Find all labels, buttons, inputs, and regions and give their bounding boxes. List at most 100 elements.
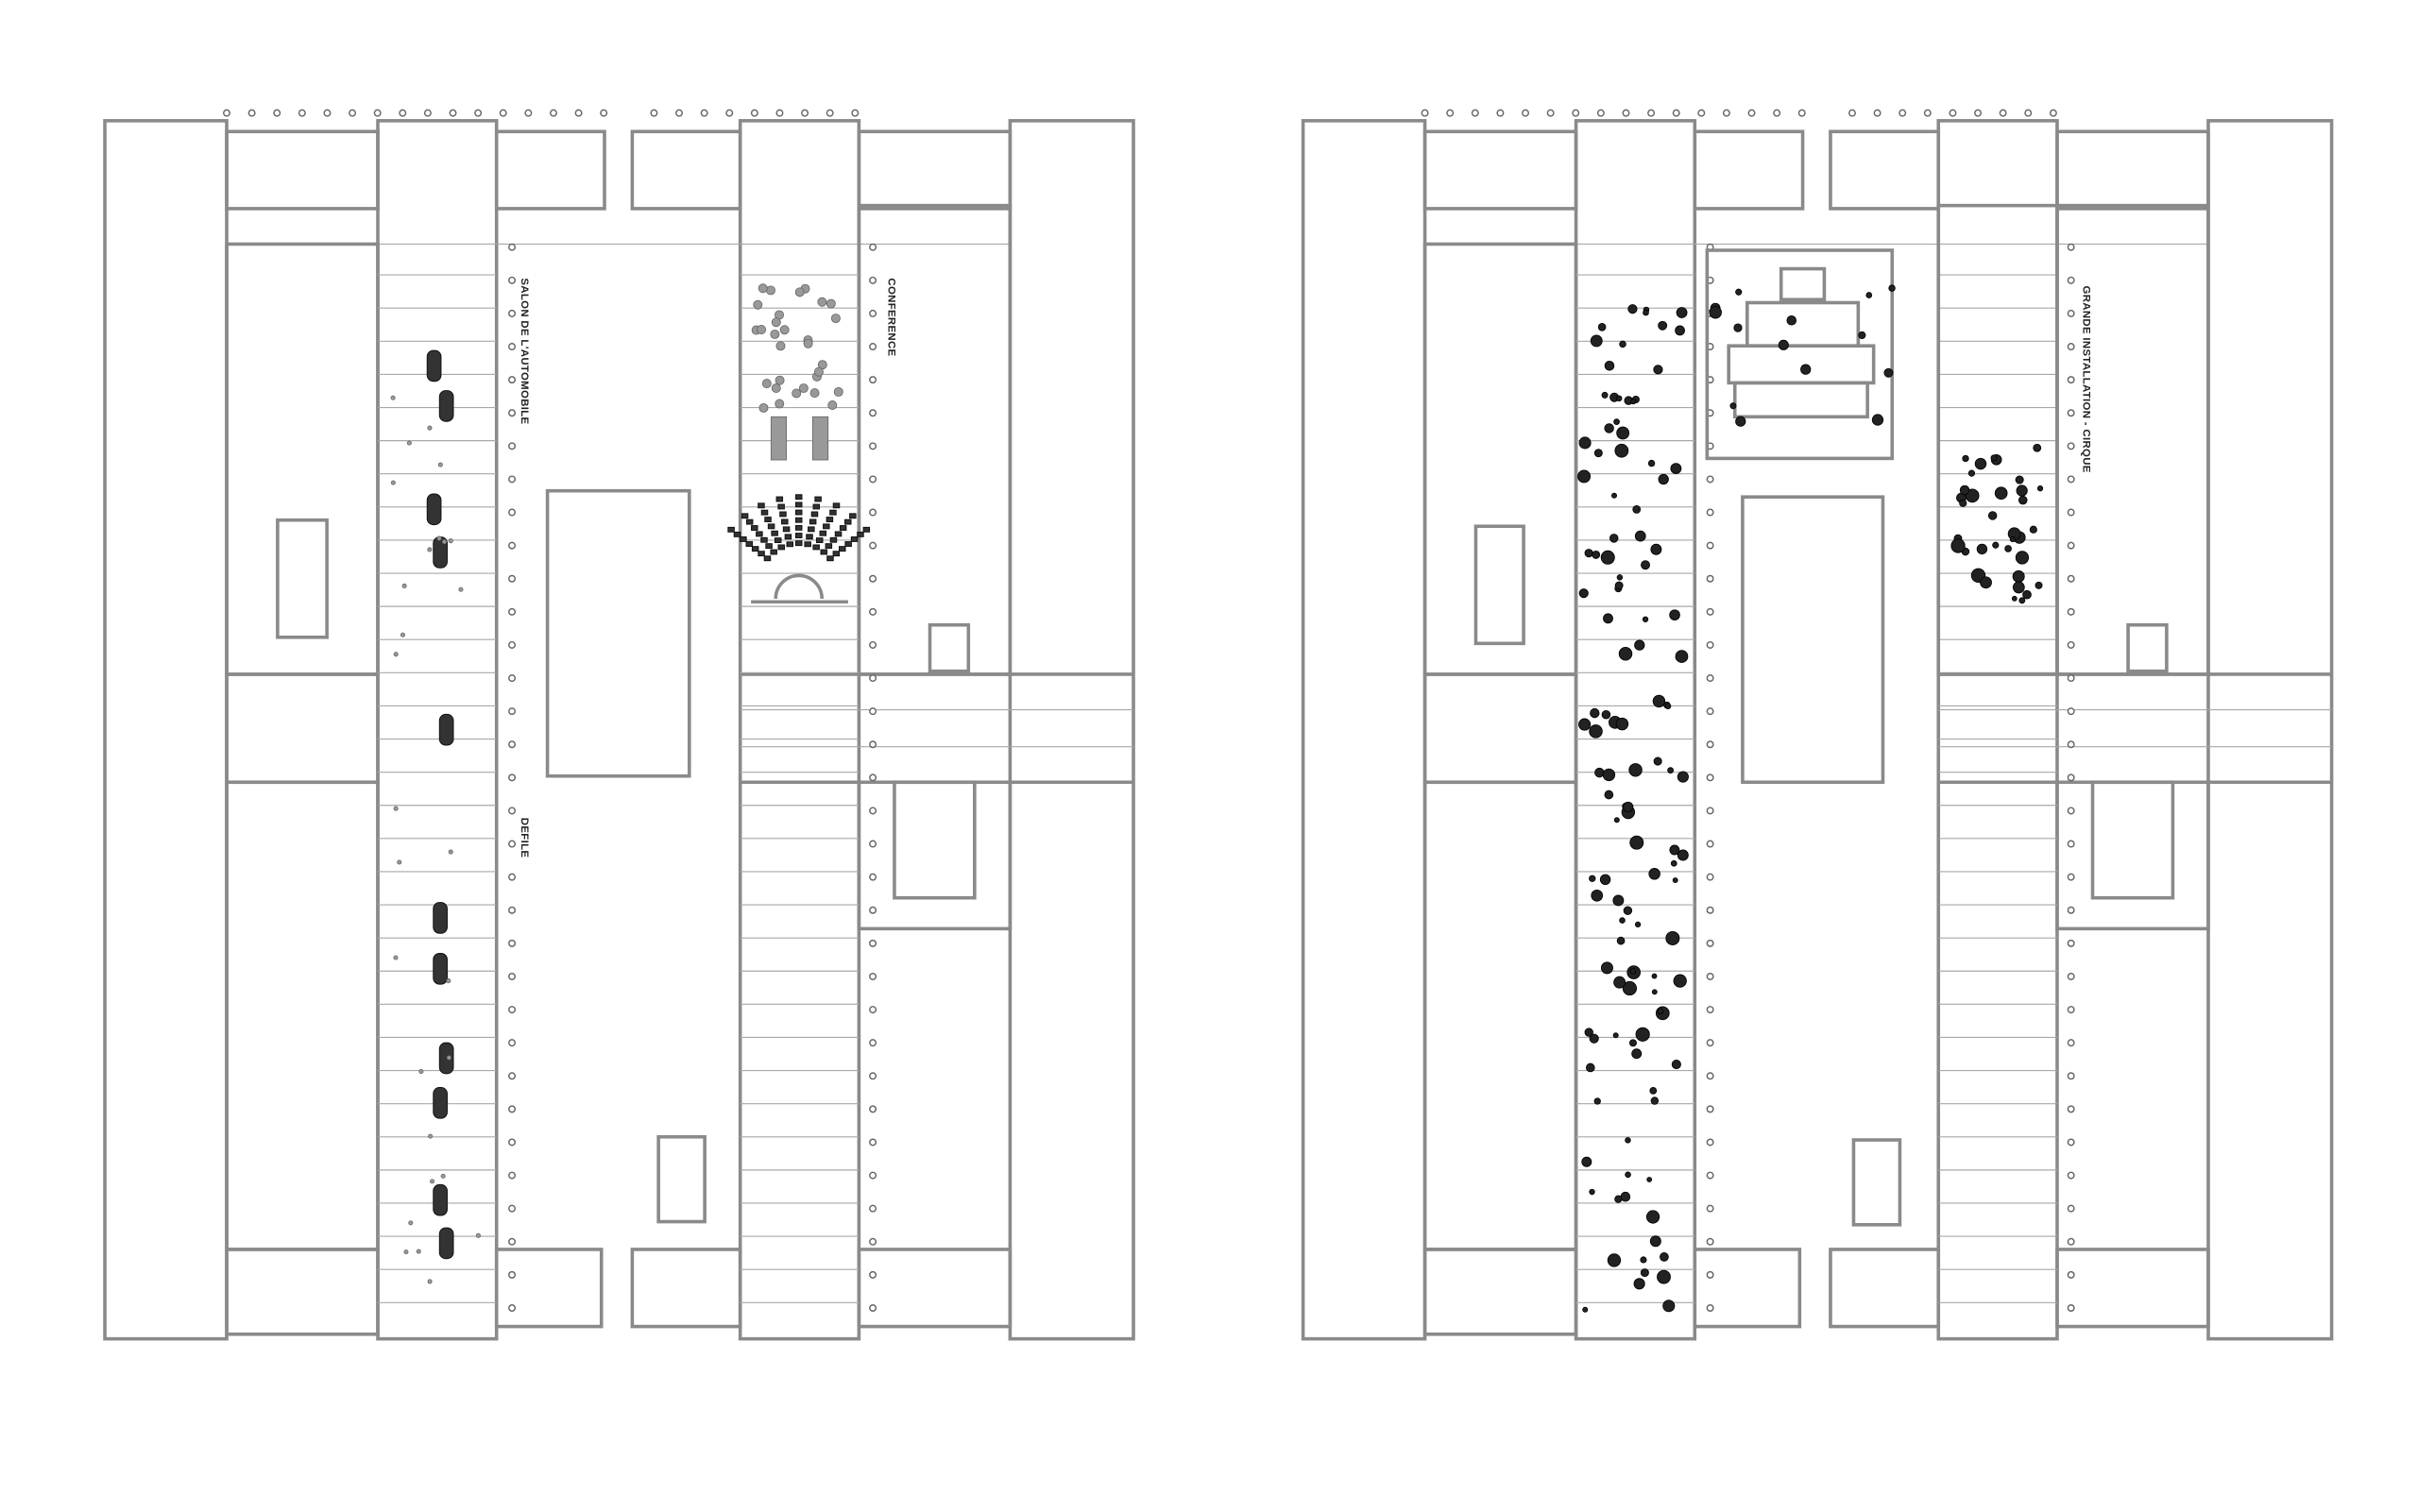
light-well (656, 1134, 707, 1224)
column-marker (508, 1006, 517, 1014)
column-marker (869, 309, 877, 317)
column-marker (869, 873, 877, 881)
light-well (1473, 524, 1525, 646)
crowd-icon (1594, 767, 1605, 778)
crowd-icon (1657, 1269, 1671, 1284)
crowd-icon (1662, 1300, 1676, 1313)
table-icon (779, 325, 790, 335)
top-block (1693, 129, 1805, 211)
crowd-icon (1858, 331, 1866, 340)
crowd-icon (2015, 475, 2024, 484)
crowd-icon (1650, 543, 1662, 555)
room-west-south (225, 780, 380, 1251)
crowd-icon (1990, 454, 1998, 462)
column-marker (1873, 109, 1882, 117)
crowd-icon (1871, 414, 1884, 426)
table-icon (803, 338, 813, 348)
seat-icon (862, 526, 871, 533)
crowd-icon (1640, 1256, 1647, 1264)
table-icon (827, 400, 838, 411)
table-icon (775, 399, 785, 409)
crowd-icon (1643, 309, 1649, 316)
column-marker (574, 109, 583, 117)
crowd-icon (1601, 391, 1609, 399)
crowd-icon (1603, 613, 1613, 624)
column-marker (1706, 1270, 1714, 1279)
column-marker (1706, 640, 1714, 649)
column-marker (869, 972, 877, 980)
wing-east (1008, 119, 1135, 1341)
column-marker (869, 1171, 877, 1180)
column-marker (2067, 1006, 2075, 1014)
block-south (1693, 1248, 1802, 1329)
column-marker (508, 508, 517, 517)
column-marker (1706, 1039, 1714, 1047)
column-marker (869, 1072, 877, 1080)
seat-icon (814, 496, 822, 502)
person-icon (427, 1279, 433, 1284)
crowd-icon (1735, 288, 1743, 296)
crowd-icon (1667, 767, 1674, 774)
car-icon (433, 952, 448, 985)
seat-icon (740, 536, 747, 542)
stage (774, 573, 824, 600)
pyramid-tier (1779, 266, 1827, 302)
column-marker (508, 376, 517, 384)
car-icon (438, 390, 454, 422)
table-icon (792, 388, 802, 399)
column-marker (508, 1072, 517, 1080)
crowd-icon (1675, 325, 1685, 336)
crowd-icon (2036, 485, 2044, 492)
column-marker (1706, 1138, 1714, 1147)
column-marker (373, 109, 382, 117)
crowd-icon (1658, 473, 1669, 485)
crowd-icon (1614, 1195, 1623, 1203)
corridor-west (1422, 672, 1578, 785)
block-south (225, 1248, 380, 1336)
pyramid-tier (1732, 381, 1869, 419)
seat-icon (849, 513, 857, 519)
column-marker (223, 109, 230, 117)
column-marker (869, 1303, 877, 1312)
column-marker (869, 343, 877, 351)
person-icon (446, 1055, 451, 1061)
column-marker (650, 109, 658, 117)
crowd-icon (1651, 989, 1658, 995)
column-marker (2067, 873, 2075, 881)
crowd-icon (1673, 974, 1687, 988)
crowd-icon (1614, 581, 1624, 590)
courtyard (1741, 495, 1885, 785)
seat-icon (765, 543, 773, 550)
column-marker (1706, 607, 1714, 616)
table-icon (830, 314, 841, 324)
column-marker (508, 807, 517, 815)
column-marker (508, 740, 517, 749)
column-marker (508, 640, 517, 649)
crowd-icon (2009, 536, 2017, 543)
column-marker (2067, 541, 2075, 550)
crowd-icon (1735, 416, 1746, 427)
crowd-icon (1987, 511, 1998, 520)
crowd-icon (1600, 961, 1613, 975)
crowd-icon (1729, 402, 1737, 410)
column-marker (869, 574, 877, 583)
top-block (494, 129, 606, 211)
column-marker (1706, 1303, 1714, 1312)
column-marker (1622, 109, 1630, 117)
column-marker (1706, 541, 1714, 550)
crowd-icon (1623, 906, 1633, 915)
seat-icon (794, 540, 803, 547)
column-marker (675, 109, 684, 117)
crowd-icon (1980, 576, 1992, 589)
wing-west (103, 119, 229, 1341)
crowd-icon (1974, 457, 1987, 470)
column-marker (869, 1237, 877, 1246)
crowd-icon (1672, 877, 1678, 884)
column-marker (247, 109, 256, 117)
column-marker (869, 1204, 877, 1213)
seat-icon (806, 534, 813, 540)
column-marker (1747, 109, 1756, 117)
seat-icon (763, 555, 772, 562)
column-marker (508, 1303, 517, 1312)
